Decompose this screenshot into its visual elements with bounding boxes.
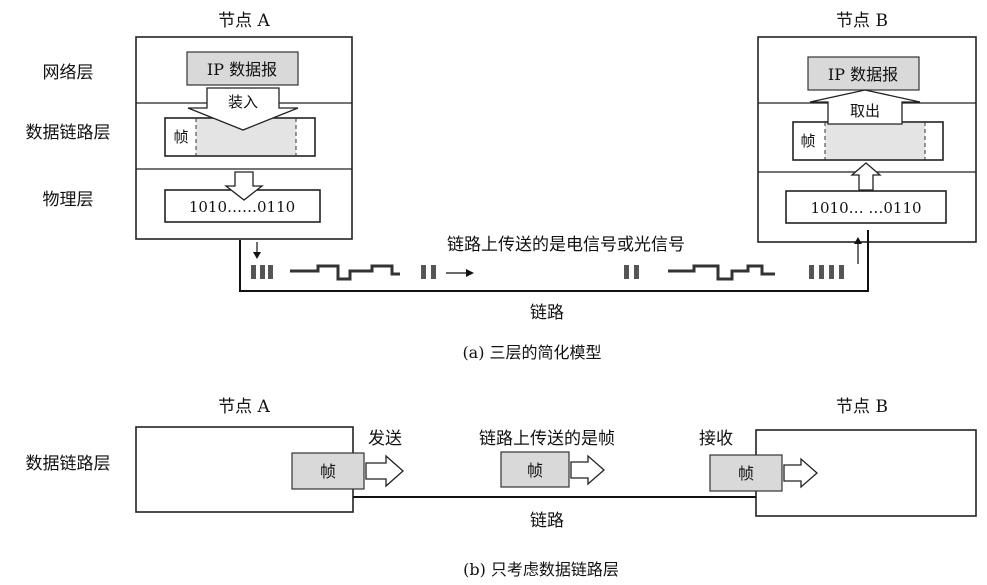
a-bit-blocks xyxy=(251,265,844,279)
a-link-label: 链路 xyxy=(530,303,564,323)
a-extract-label: 取出 xyxy=(850,102,880,120)
b-node-b-label: 节点 B xyxy=(836,397,888,417)
b-frame-a-label: 帧 xyxy=(320,462,336,481)
a-signal-wave-right xyxy=(668,264,775,281)
a-signal-caption: 链路上传送的是电信号或光信号 xyxy=(447,235,685,255)
a-ip-datagram-b xyxy=(807,56,920,91)
a-encapsulate-label: 装入 xyxy=(228,93,258,111)
b-layer-datalink-label: 数据链路层 xyxy=(26,454,111,474)
a-layer-network-label: 网络层 xyxy=(43,63,94,83)
a-link-line xyxy=(239,230,869,292)
b-frame-b xyxy=(709,454,783,492)
a-frame-a-label: 帧 xyxy=(173,128,188,146)
b-send-arrow xyxy=(365,454,404,488)
b-frame-a xyxy=(291,452,365,490)
a-ip-datagram-b-label: IP 数据报 xyxy=(828,65,898,84)
a-signal-wave-left xyxy=(290,264,400,281)
b-frame-b-label: 帧 xyxy=(738,464,754,483)
b-node-a-label: 节点 A xyxy=(218,397,270,417)
a-layer-datalink-label: 数据链路层 xyxy=(26,123,111,143)
a-up-arrow-physical xyxy=(850,162,882,191)
b-frame-mid xyxy=(500,451,570,488)
a-layer-physical-label: 物理层 xyxy=(43,190,94,210)
a-node-b-label: 节点 B xyxy=(836,11,888,31)
a-bits-b-label: 1010… …0110 xyxy=(810,199,921,217)
b-caption: (b) 只考虑数据链路层 xyxy=(463,560,619,579)
a-direction-arrow-head xyxy=(466,269,474,277)
a-frame-b-label: 帧 xyxy=(800,132,815,150)
b-receive-arrow xyxy=(783,457,818,489)
a-caption: (a) 三层的简化模型 xyxy=(462,343,601,362)
a-out-arrow-head xyxy=(253,252,261,259)
a-extract-arrow xyxy=(809,89,921,125)
a-ip-datagram-a-label: IP 数据报 xyxy=(207,60,277,79)
b-mid-arrow xyxy=(570,454,605,486)
b-link-label: 链路 xyxy=(530,511,564,531)
a-encapsulate-arrow xyxy=(187,87,299,131)
a-in-arrow-head xyxy=(854,237,862,244)
b-frame-mid-label: 帧 xyxy=(527,461,543,480)
b-frame-caption: 链路上传送的是帧 xyxy=(479,429,615,449)
a-bits-a-label: 1010……0110 xyxy=(189,198,295,216)
a-node-a-label: 节点 A xyxy=(218,11,270,31)
a-ip-datagram-a xyxy=(186,51,299,86)
a-down-arrow-physical xyxy=(224,171,264,201)
a-bits-b-box xyxy=(785,190,947,224)
b-receive-label: 接收 xyxy=(699,429,733,449)
b-send-label: 发送 xyxy=(368,429,402,449)
a-frame-b-payload xyxy=(825,123,925,159)
